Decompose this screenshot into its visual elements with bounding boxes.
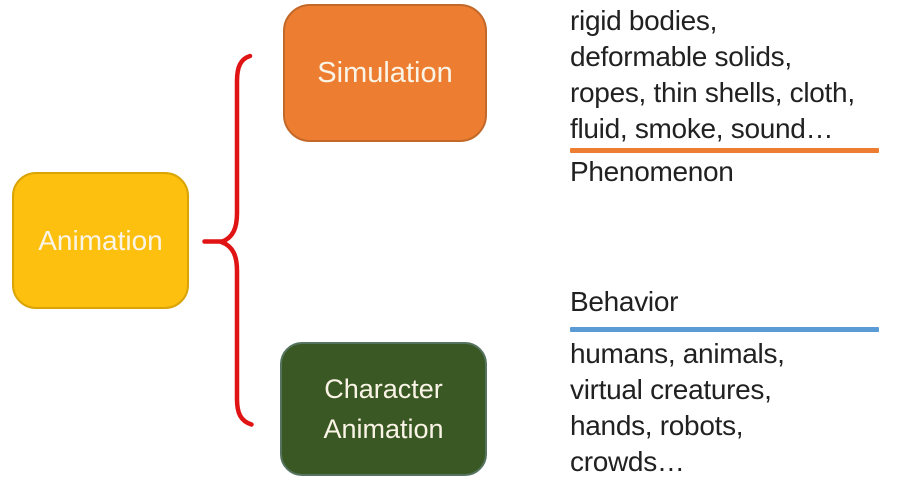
behavior-label: Behavior: [570, 286, 679, 317]
brace-path: [215, 53, 254, 427]
behavior-item: virtual creatures,: [570, 374, 772, 405]
phenomenon-items: rigid bodies, deformable solids, ropes, …: [570, 3, 895, 147]
animation-node-label: Animation: [38, 224, 163, 256]
character-animation-node: Character Animation: [280, 342, 487, 476]
behavior-item: crowds…: [570, 446, 685, 477]
behavior-item: humans, animals,: [570, 338, 785, 369]
phenomenon-label: Phenomenon: [570, 156, 734, 187]
phenomenon-item: deformable solids,: [570, 41, 792, 72]
behavior-items: humans, animals, virtual creatures, hand…: [570, 336, 895, 480]
phenomenon-divider: [570, 148, 879, 153]
simulation-node: Simulation: [283, 4, 487, 142]
behavior-divider: [570, 327, 879, 332]
phenomenon-item: rigid bodies,: [570, 5, 718, 36]
phenomenon-item: ropes, thin shells, cloth,: [570, 77, 855, 108]
character-animation-node-label: Character Animation: [323, 374, 444, 444]
phenomenon-item: fluid, smoke, sound…: [570, 113, 834, 144]
behavior-item: hands, robots,: [570, 410, 744, 441]
animation-node: Animation: [12, 172, 189, 309]
simulation-node-label: Simulation: [317, 56, 453, 89]
